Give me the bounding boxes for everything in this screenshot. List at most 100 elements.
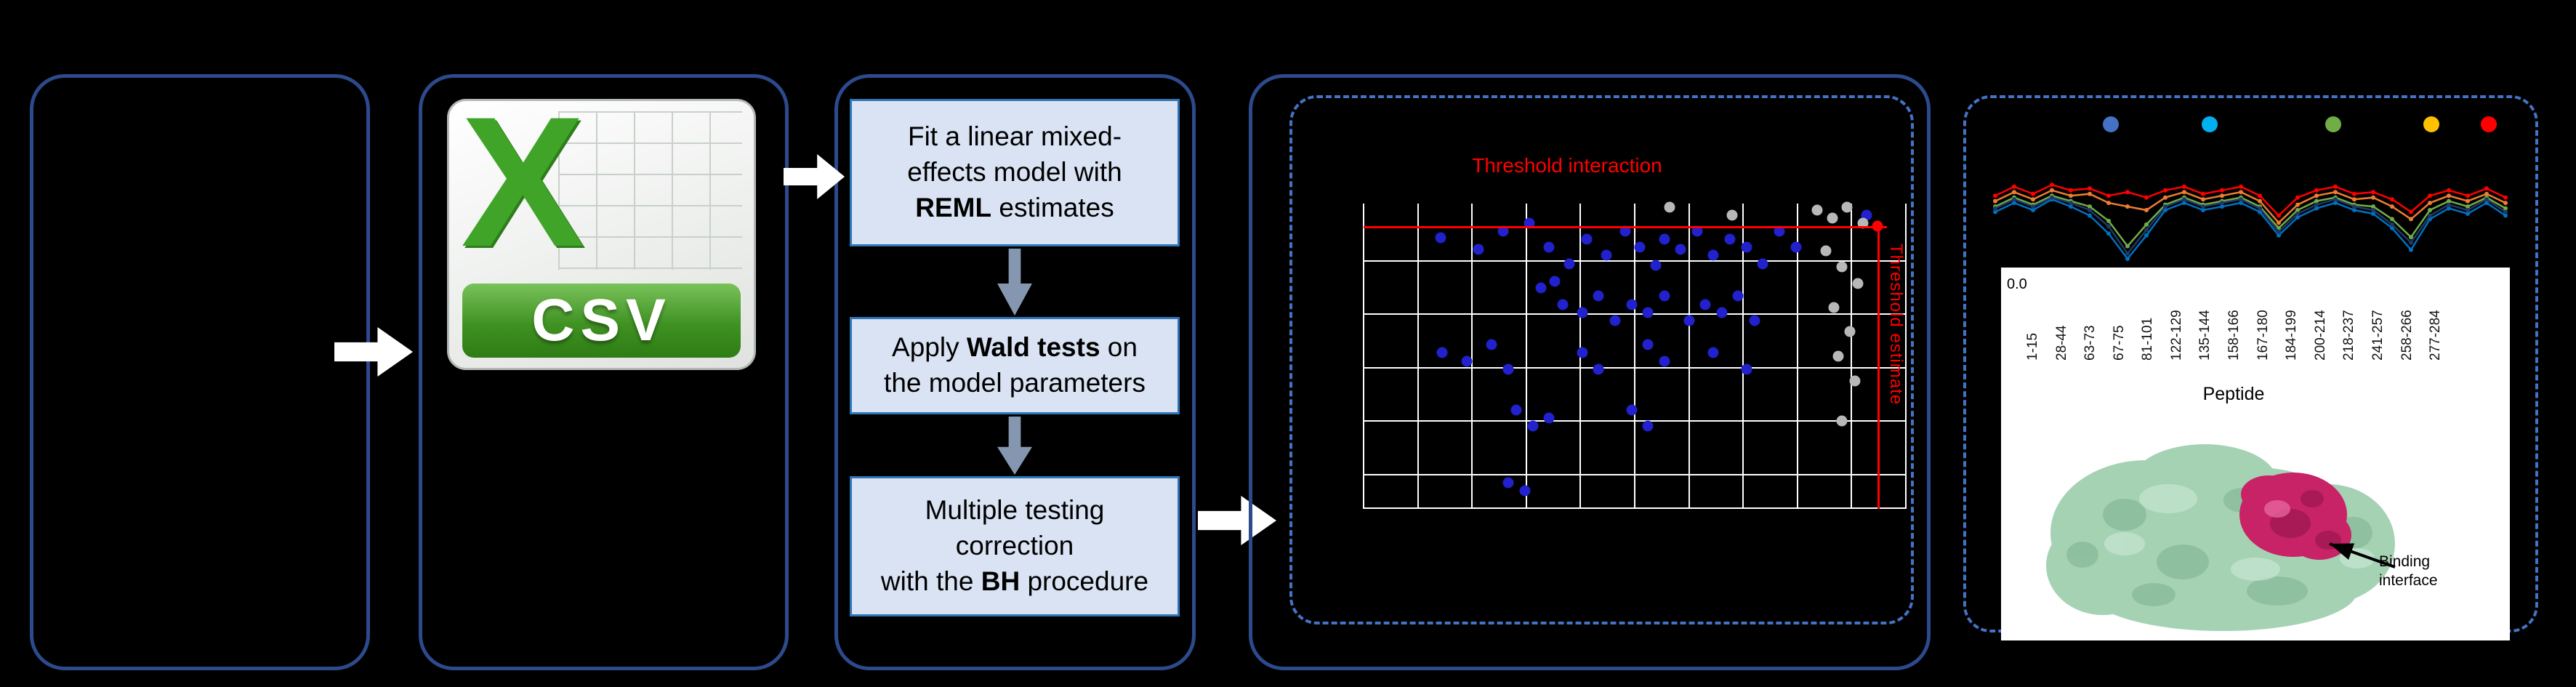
- significant-point: [1524, 217, 1535, 229]
- significant-point: [1510, 404, 1522, 416]
- binding-interface-label: Binding interface: [2379, 553, 2438, 590]
- state-blue-marker: [2503, 213, 2508, 218]
- peptide-tick-label: 258-266: [2399, 310, 2415, 361]
- nonsignificant-point: [1726, 209, 1738, 221]
- state-navy-marker: [2201, 204, 2205, 209]
- binding-interface-arrow: [2329, 542, 2396, 569]
- grid-line-v: [1905, 204, 1907, 509]
- state-navy-marker: [2239, 197, 2243, 202]
- state-navy-marker: [2144, 228, 2149, 233]
- state-blue-marker: [2371, 212, 2375, 216]
- state-blue-marker: [2277, 233, 2281, 238]
- significant-point: [1861, 209, 1872, 221]
- significant-point: [1675, 244, 1686, 255]
- state-navy-marker: [2125, 251, 2130, 256]
- significant-point: [1642, 339, 1654, 350]
- step-text-line: Apply Wald tests on: [892, 332, 1138, 363]
- state-red-marker: [2466, 193, 2470, 198]
- grid-line-h: [1364, 420, 1906, 422]
- significant-point: [1724, 233, 1736, 245]
- state-green-marker: [2371, 204, 2375, 209]
- state-orange-marker: [2390, 204, 2394, 209]
- state-blue-marker: [2447, 206, 2451, 211]
- grid-line-v: [1688, 204, 1690, 509]
- state-red-marker: [2201, 191, 2205, 196]
- grid-line-h: [1364, 313, 1906, 316]
- protein-structure-image: [2046, 444, 2396, 631]
- state-orange-marker: [2201, 197, 2205, 202]
- state-green-marker: [2144, 222, 2149, 227]
- excel-x-logo: X: [461, 79, 585, 286]
- state-blue-marker: [2125, 257, 2130, 261]
- state-navy-marker: [2220, 201, 2224, 206]
- peptide-tick-label: 122-129: [2168, 310, 2184, 361]
- state-navy-marker: [2390, 222, 2394, 227]
- state-navy-line: [1995, 196, 2506, 255]
- grid-line-v: [1851, 204, 1853, 509]
- state-blue-marker: [2352, 208, 2356, 212]
- state-navy-marker: [2371, 208, 2375, 212]
- peptide-tick-label: 135-144: [2197, 310, 2213, 361]
- state-red-marker: [2088, 186, 2092, 191]
- state-blue-marker: [2333, 201, 2338, 206]
- state-navy-marker: [2314, 202, 2319, 207]
- peptide-tick-label: 241-257: [2370, 310, 2386, 361]
- significant-point: [1642, 420, 1654, 432]
- state-orange-marker: [2088, 191, 2092, 196]
- state-green-marker: [2314, 198, 2319, 204]
- state-red-marker: [2503, 195, 2508, 200]
- state-blue-marker: [2314, 206, 2319, 211]
- significant-point: [1732, 290, 1744, 302]
- peptide-tick-label: 1-15: [2025, 332, 2040, 361]
- state-green-marker: [2390, 217, 2394, 222]
- significant-point: [1601, 249, 1612, 261]
- state-green-marker: [2428, 208, 2432, 212]
- state-navy-marker: [2012, 197, 2016, 202]
- significant-point: [1634, 241, 1646, 253]
- state-red-marker: [2125, 190, 2130, 195]
- step-text-line: REML estimates: [915, 192, 1114, 222]
- state-orange-marker: [2258, 198, 2262, 204]
- significant-point: [1642, 307, 1654, 318]
- state-blue-marker: [2484, 201, 2489, 206]
- significant-point: [1527, 420, 1539, 432]
- significant-point: [1659, 233, 1670, 245]
- state-green-marker: [2409, 235, 2413, 240]
- state-red-marker: [2352, 191, 2356, 196]
- nonsignificant-point: [1828, 302, 1840, 313]
- state-green-marker: [2447, 198, 2451, 204]
- significant-point: [1593, 290, 1604, 302]
- volcano-plot-group: [1289, 95, 1914, 624]
- significant-point: [1659, 355, 1670, 367]
- peptide-tick-label: 277-284: [2428, 310, 2444, 361]
- state-orange-marker: [2163, 195, 2168, 200]
- significant-point: [1790, 241, 1802, 253]
- significant-point: [1543, 241, 1555, 253]
- state-orange-marker: [2050, 188, 2054, 193]
- state-red-marker: [2428, 193, 2432, 198]
- spreadsheet-grid: [558, 111, 742, 270]
- nonsignificant-point: [1849, 375, 1861, 387]
- state-blue-line: [1995, 198, 2506, 261]
- panel-statistical-workflow: [834, 74, 1196, 670]
- grid-line-h: [1364, 507, 1906, 509]
- state-navy-marker: [2163, 204, 2168, 209]
- peptide-tick-label: 200-214: [2312, 310, 2328, 361]
- state-red-marker: [2069, 188, 2073, 193]
- state-red-marker: [2031, 191, 2035, 196]
- grid-line-v: [1363, 204, 1364, 509]
- state-orange-marker: [2125, 204, 2130, 209]
- threshold-interaction-label: Threshold interaction: [1472, 154, 1662, 177]
- significant-point: [1741, 363, 1752, 375]
- significant-point: [1659, 290, 1670, 302]
- state-navy-marker: [2428, 213, 2432, 218]
- state-blue-marker: [1993, 209, 1997, 214]
- state-blue-marker: [2144, 233, 2149, 238]
- state-red-marker: [2163, 188, 2168, 193]
- x-axis-title: Peptide: [2202, 384, 2265, 404]
- state-blue-marker: [2106, 231, 2111, 236]
- state-blue-marker: [2295, 215, 2300, 220]
- state-blue-marker: [2182, 201, 2186, 206]
- state-navy-marker: [2258, 206, 2262, 211]
